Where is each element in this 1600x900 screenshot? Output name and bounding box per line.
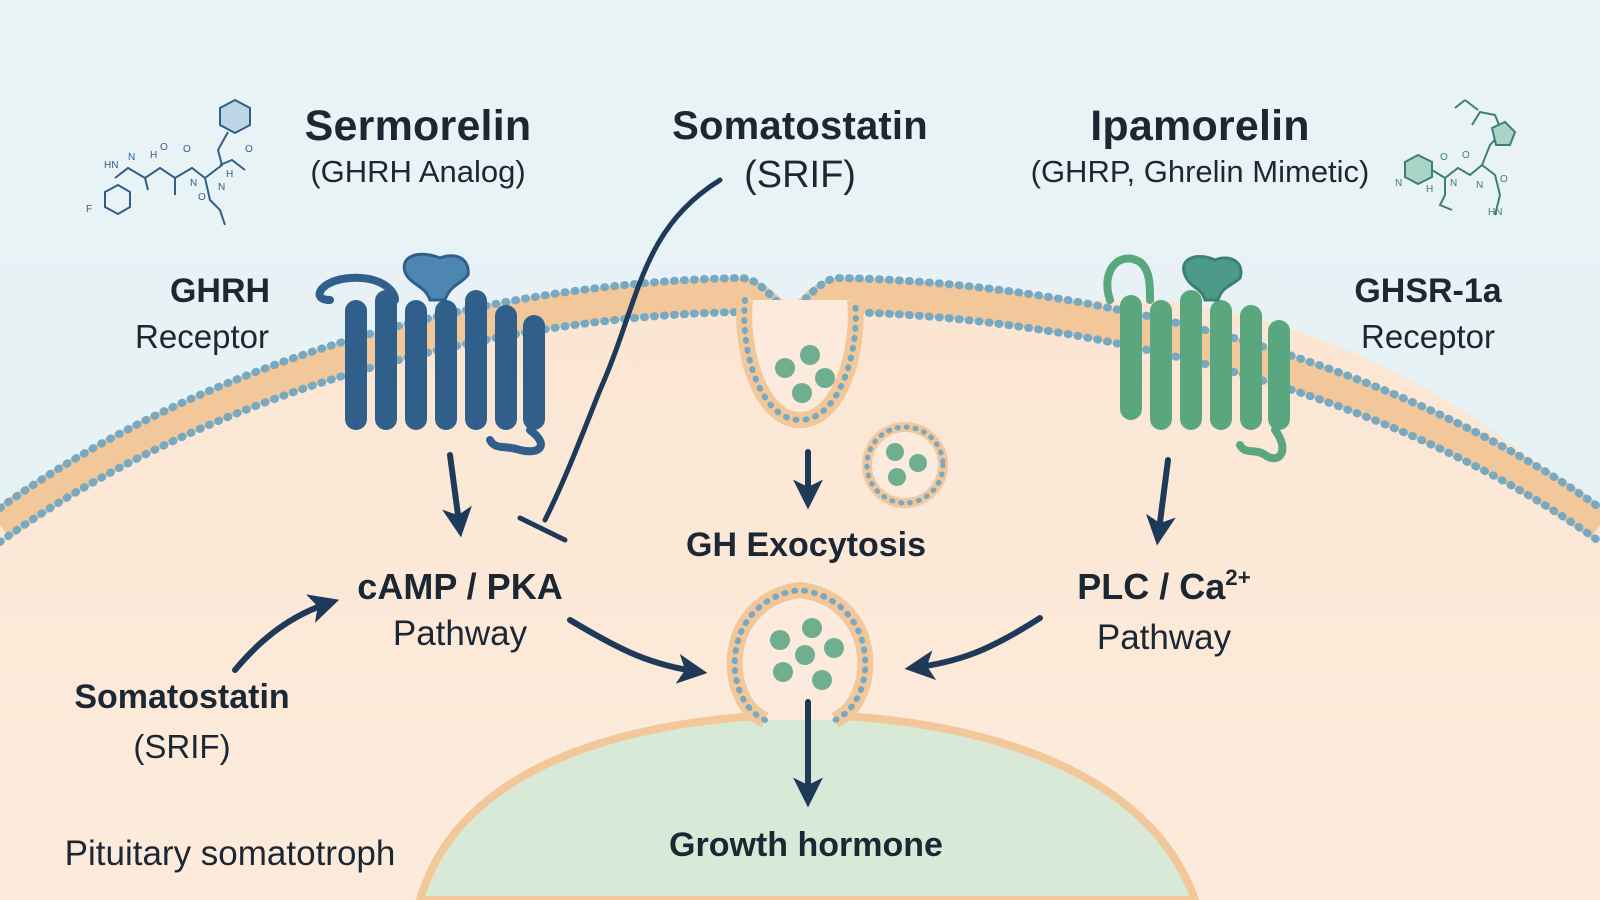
atom-label: N (190, 178, 197, 189)
camp-pka-pathway-label: Pathway (392, 614, 528, 653)
plc-ca-pathway-label: Pathway (1096, 618, 1232, 657)
membrane-invagination (736, 297, 864, 429)
ghrh-receptor-label: Receptor (135, 318, 269, 355)
somatostatin-top-title: Somatostatin (672, 104, 928, 148)
somatostatin-inhibition (517, 177, 723, 543)
atom-label: N (1395, 178, 1402, 189)
atom-label: H (150, 150, 157, 161)
somatostatin-side-title: Somatostatin (74, 678, 290, 716)
cell-type-label: Pituitary somatotroph (64, 834, 396, 873)
atom-label: HN (1488, 207, 1502, 218)
gh-exocytosis-label: GH Exocytosis (686, 526, 926, 564)
ipamorelin-title: Ipamorelin (1090, 102, 1310, 150)
ghsr1a-receptor-name: GHSR-1a (1354, 272, 1502, 310)
ghrh-receptor-name: GHRH (169, 272, 271, 310)
arrow-plc-to-vesicle (904, 615, 1043, 681)
atom-label: F (86, 204, 92, 215)
gh-granule (815, 368, 835, 388)
sermorelin-subtitle: (GHRH Analog) (310, 154, 526, 189)
atom-label: HN (104, 160, 118, 171)
exocytosis-vesicle (726, 581, 874, 728)
atom-label: O (198, 192, 206, 203)
atom-label: O (1440, 152, 1448, 163)
atom-label: H (226, 169, 233, 180)
growth-hormone-label: Growth hormone (669, 826, 943, 864)
sermorelin-title: Sermorelin (304, 102, 532, 150)
sermorelin-structure-icon (104, 98, 251, 226)
atom-label: O (1462, 150, 1470, 161)
ipamorelin-subtitle: (GHRP, Ghrelin Mimetic) (1030, 154, 1370, 189)
somatostatin-side-subtitle: (SRIF) (133, 728, 231, 765)
atom-label: O (1500, 174, 1508, 185)
calcium-charge: 2+ (1225, 565, 1251, 591)
atom-label: O (245, 144, 253, 155)
atom-label: H (1426, 184, 1433, 195)
atom-label: N (218, 182, 225, 193)
ghsr1a-receptor (1103, 254, 1290, 463)
ipamorelin-structure-icon (1404, 99, 1517, 216)
atom-label: O (183, 144, 191, 155)
camp-pka-pathway-name: cAMP / PKA (357, 566, 563, 607)
atom-label: N (128, 152, 135, 163)
secretory-vesicle (862, 422, 948, 508)
plc-ca-pathway-name: PLC / Ca2+ (1077, 566, 1250, 608)
ghrh-receptor (315, 252, 545, 456)
arrow-ghsr-to-plc (1145, 457, 1176, 546)
arrow-camp-to-vesicle (567, 617, 708, 684)
somatostatin-top-subtitle: (SRIF) (744, 154, 856, 196)
arrow-somatostatin-to-camp (232, 594, 340, 673)
gh-granule (792, 383, 812, 403)
ghsr1a-receptor-label: Receptor (1361, 318, 1495, 355)
gh-granule (800, 345, 820, 365)
atom-label: N (1476, 180, 1483, 191)
arrow-ghrh-to-camp (442, 452, 472, 538)
atom-label: N (1450, 178, 1457, 189)
pathway-arrows (232, 449, 1176, 808)
plc-ca-text: PLC / Ca (1077, 566, 1226, 607)
atom-label: O (160, 142, 168, 153)
gh-granule (775, 358, 795, 378)
